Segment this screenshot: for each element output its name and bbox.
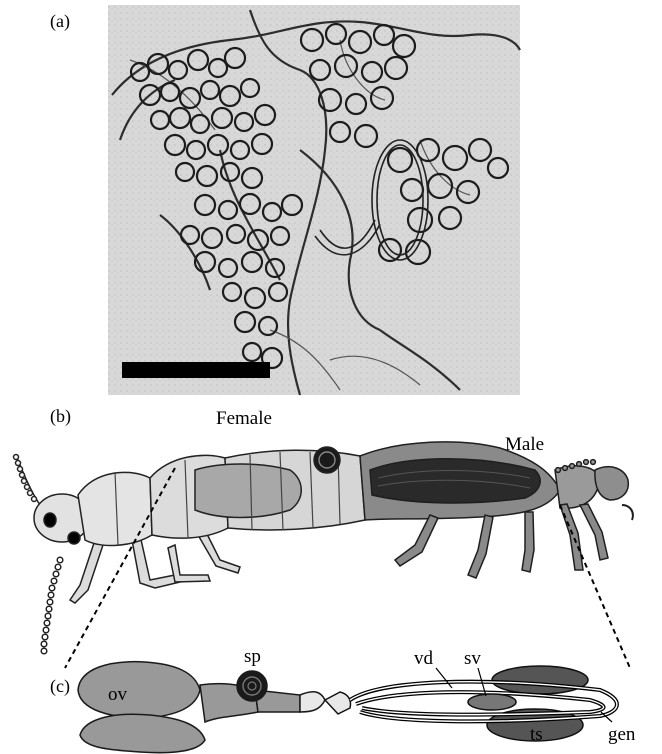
micrograph-panel: [108, 5, 520, 395]
female-eye-lower: [68, 532, 80, 544]
spermatheca: [237, 671, 267, 701]
female-spermatheca: [314, 447, 340, 473]
male-thorax: [555, 466, 600, 508]
scale-bar: [122, 362, 270, 378]
seminal-vesicle: [468, 694, 516, 710]
male-sperm-mass: [370, 459, 540, 503]
male-tract: [325, 666, 617, 741]
genital-atrium: [300, 692, 325, 712]
label-sp: sp: [244, 646, 261, 667]
ovary-lower: [80, 714, 205, 752]
female-eye: [44, 513, 56, 527]
male-earwig: [360, 442, 633, 578]
label-gen: gen: [608, 724, 636, 745]
female-antennae: [14, 455, 63, 654]
label-ov: ov: [108, 684, 128, 705]
label-female: Female: [216, 408, 272, 429]
micrograph-background: [108, 5, 520, 395]
aedeagus-tip: [325, 692, 351, 714]
panel-label-c: (c): [50, 676, 70, 697]
male-head: [595, 467, 628, 500]
label-sv: sv: [464, 648, 481, 669]
ovary-upper: [78, 662, 200, 718]
female-tract: [78, 662, 325, 753]
label-vd: vd: [414, 648, 434, 669]
female-earwig: [14, 447, 366, 654]
panel-label-b: (b): [50, 406, 71, 427]
panel-label-a: (a): [50, 11, 70, 32]
label-ts: ts: [530, 724, 543, 745]
female-ovary-region: [195, 464, 301, 518]
testis-upper: [492, 666, 588, 694]
